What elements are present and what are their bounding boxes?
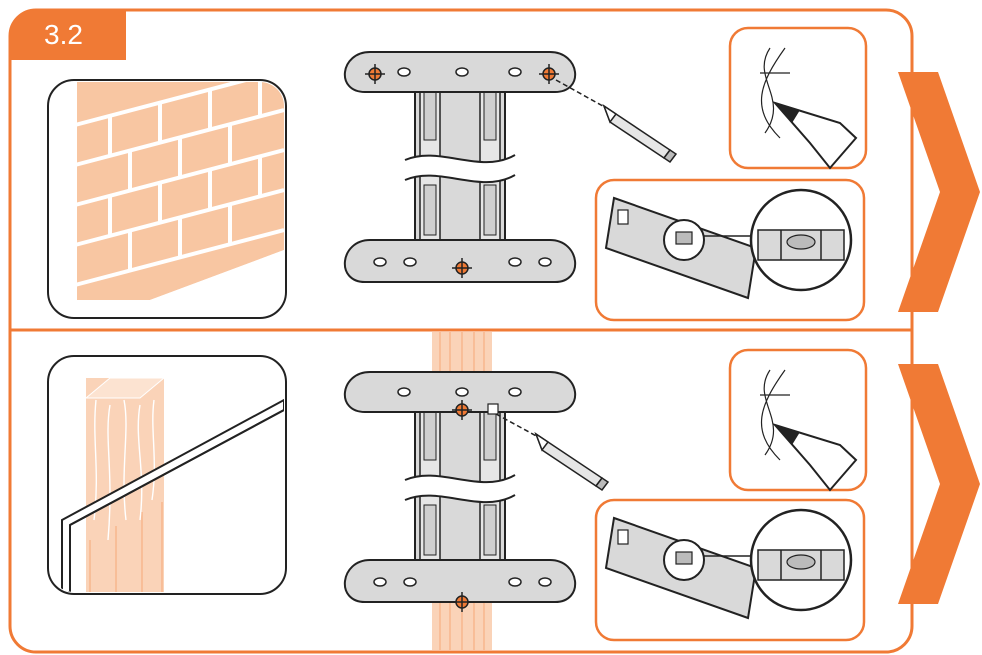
pencil-mark-icon xyxy=(728,348,868,492)
spirit-level-icon xyxy=(594,178,866,322)
timber-stud-wall-icon xyxy=(61,377,284,592)
wall-illustration-frame xyxy=(47,355,287,595)
pencil-mark-icon xyxy=(728,26,868,170)
spirit-level-icon xyxy=(594,498,866,642)
panel-brick xyxy=(47,26,980,322)
step-number: 3.2 xyxy=(44,19,83,50)
step-tab xyxy=(10,10,126,60)
panel-stud xyxy=(47,332,980,650)
brick-wall-icon xyxy=(73,82,284,316)
